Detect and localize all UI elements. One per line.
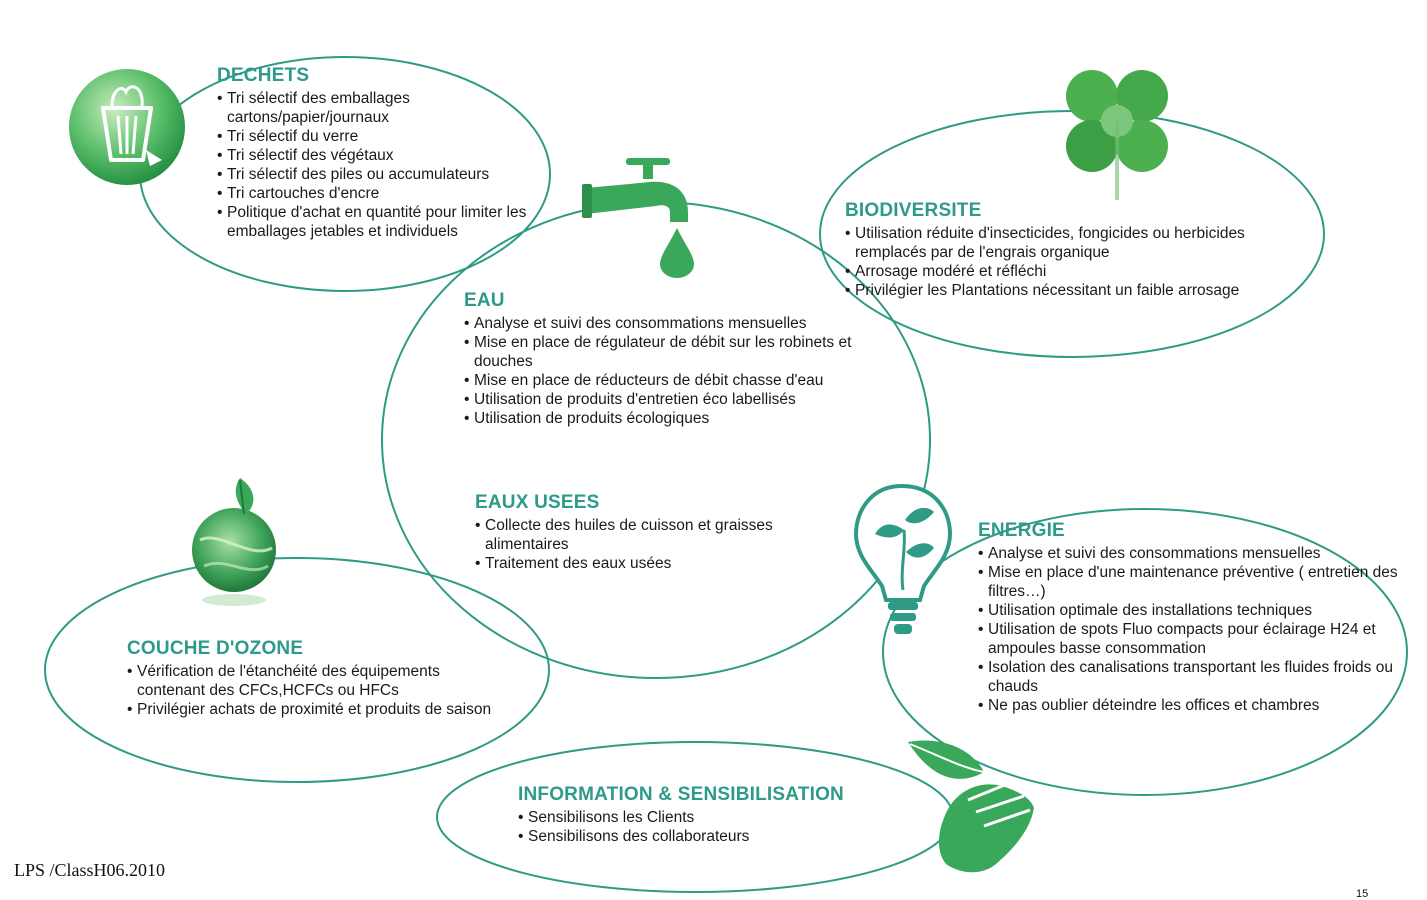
list-item: Mise en place de réducteurs de débit cha…: [464, 371, 889, 390]
eau-list: Analyse et suivi des consommations mensu…: [464, 314, 889, 428]
list-item: Arrosage modéré et réfléchi: [845, 262, 1305, 281]
energie-title: ENERGIE: [978, 520, 1065, 541]
ozone-ellipse: [44, 557, 550, 783]
hand-leaf-icon: [908, 740, 1034, 873]
list-item: Politique d'achat en quantité pour limit…: [217, 203, 537, 241]
info-section: INFORMATION & SENSIBILISATION Sensibilis…: [518, 784, 858, 846]
eaux-usees-list: Collecte des huiles de cuisson et graiss…: [475, 516, 820, 573]
ozone-section: COUCHE D'OZONE Vérification de l'étanché…: [127, 638, 507, 719]
ozone-title: COUCHE D'OZONE: [127, 638, 304, 659]
recycle-bin-icon: [69, 69, 185, 185]
info-list: Sensibilisons les Clients Sensibilisons …: [518, 808, 858, 846]
list-item: Tri sélectif des piles ou accumulateurs: [217, 165, 537, 184]
list-item: Utilisation de produits écologiques: [464, 409, 889, 428]
list-item: Sensibilisons les Clients: [518, 808, 858, 827]
clover-icon: [1066, 70, 1168, 200]
list-item: Utilisation de produits d'entretien éco …: [464, 390, 889, 409]
biodiversite-section: BIODIVERSITE Utilisation réduite d'insec…: [845, 200, 1305, 300]
eau-section: EAU Analyse et suivi des consommations m…: [464, 290, 889, 428]
list-item: Ne pas oublier déteindre les offices et …: [978, 696, 1408, 715]
list-item: Collecte des huiles de cuisson et graiss…: [475, 516, 820, 554]
ozone-list: Vérification de l'étanchéité des équipem…: [127, 662, 507, 719]
list-item: Traitement des eaux usées: [475, 554, 820, 573]
eau-title: EAU: [464, 290, 505, 311]
list-item: Isolation des canalisations transportant…: [978, 658, 1408, 696]
dechets-title: DECHETS: [217, 65, 310, 86]
dechets-list: Tri sélectif des emballages cartons/papi…: [217, 89, 537, 241]
list-item: Tri sélectif des emballages cartons/papi…: [217, 89, 537, 127]
list-item: Privilégier achats de proximité et produ…: [127, 700, 507, 719]
biodiversite-title: BIODIVERSITE: [845, 200, 982, 221]
list-item: Utilisation réduite d'insecticides, fong…: [845, 224, 1305, 262]
footer-reference: LPS /ClassH06.2010: [14, 860, 166, 880]
biodiversite-list: Utilisation réduite d'insecticides, fong…: [845, 224, 1305, 300]
list-item: Tri sélectif du verre: [217, 127, 537, 146]
list-item: Tri sélectif des végétaux: [217, 146, 537, 165]
energie-list: Analyse et suivi des consommations mensu…: [978, 544, 1408, 715]
list-item: Mise en place de régulateur de débit sur…: [464, 333, 889, 371]
list-item: Utilisation de spots Fluo compacts pour …: [978, 620, 1408, 658]
list-item: Mise en place d'une maintenance préventi…: [978, 563, 1408, 601]
light-bulb-icon: [853, 483, 953, 634]
list-item: Privilégier les Plantations nécessitant …: [845, 281, 1305, 300]
info-title: INFORMATION & SENSIBILISATION: [518, 784, 844, 805]
water-tap-icon: [582, 158, 694, 278]
energie-section: ENERGIE Analyse et suivi des consommatio…: [978, 520, 1408, 715]
list-item: Analyse et suivi des consommations mensu…: [978, 544, 1408, 563]
globe-leaf-icon: [192, 478, 276, 606]
list-item: Vérification de l'étanchéité des équipem…: [127, 662, 507, 700]
list-item: Tri cartouches d'encre: [217, 184, 537, 203]
dechets-section: DECHETS Tri sélectif des emballages cart…: [217, 65, 537, 241]
list-item: Analyse et suivi des consommations mensu…: [464, 314, 889, 333]
list-item: Utilisation optimale des installations t…: [978, 601, 1408, 620]
eaux-usees-section: EAUX USEES Collecte des huiles de cuisso…: [475, 492, 820, 573]
list-item: Sensibilisons des collaborateurs: [518, 827, 858, 846]
page-number: 15: [1356, 888, 1369, 900]
eaux-usees-title: EAUX USEES: [475, 492, 600, 513]
